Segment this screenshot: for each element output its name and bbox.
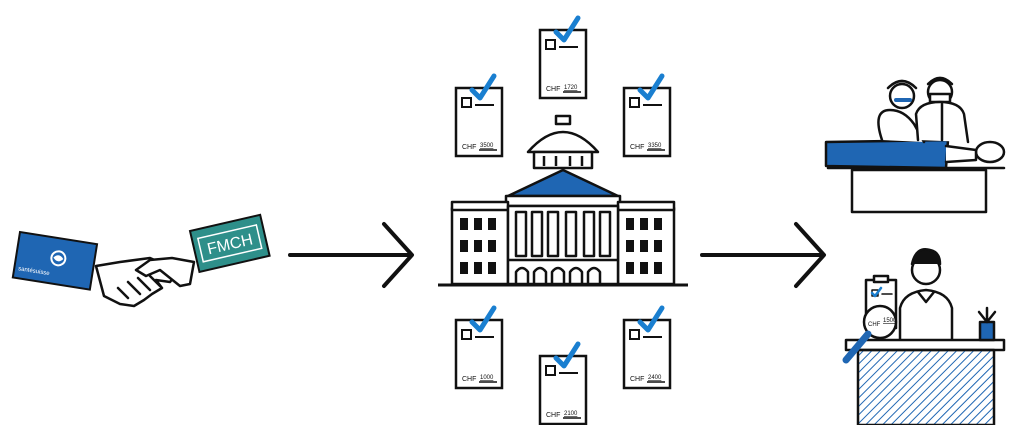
form-currency: CHF — [546, 86, 560, 93]
check-icon — [637, 305, 665, 333]
desk-form-currency: CHF — [868, 322, 881, 328]
desk-form-amount: 1500 — [883, 318, 897, 324]
claim-form: CHF 3350 — [622, 73, 672, 158]
claim-form: CHF 2400 — [622, 305, 672, 390]
check-icon — [469, 73, 497, 101]
check-icon — [469, 305, 497, 333]
form-amount: 1720 — [564, 85, 578, 91]
check-icon — [553, 341, 581, 369]
form-amount: 3500 — [480, 143, 494, 149]
santesuisse-card — [11, 230, 99, 291]
check-icon — [553, 15, 581, 43]
form-amount: 3350 — [648, 143, 662, 149]
magnifier-icon: CHF 1500 — [842, 304, 898, 364]
form-currency: CHF — [462, 144, 476, 151]
form-currency: CHF — [546, 412, 560, 419]
santesuisse-label: santésuisse — [18, 266, 51, 277]
claim-form: CHF 1000 — [454, 305, 504, 390]
office-desk-icon — [844, 248, 1006, 425]
form-amount: 1000 — [480, 375, 494, 381]
form-group: CHF 1720 CHF 3500 CHF 3350 CHF 1000 CHF — [454, 15, 672, 425]
form-currency: CHF — [630, 144, 644, 151]
form-amount: 2100 — [564, 411, 578, 417]
claim-form: CHF 3500 — [454, 73, 504, 158]
arrow-right-icon — [288, 222, 414, 288]
claim-form: CHF 2100 — [538, 341, 588, 425]
form-currency: CHF — [462, 376, 476, 383]
parliament-building-icon — [438, 114, 688, 287]
form-currency: CHF — [630, 376, 644, 383]
arrow-right-icon — [700, 222, 826, 288]
check-icon — [637, 73, 665, 101]
claim-form: CHF 1720 — [538, 15, 588, 100]
form-amount: 2400 — [648, 375, 662, 381]
handshake-icon: santésuisse FMCH — [11, 213, 271, 308]
surgery-icon — [824, 76, 1006, 214]
fmch-card — [188, 213, 271, 274]
desk-front — [856, 348, 996, 425]
